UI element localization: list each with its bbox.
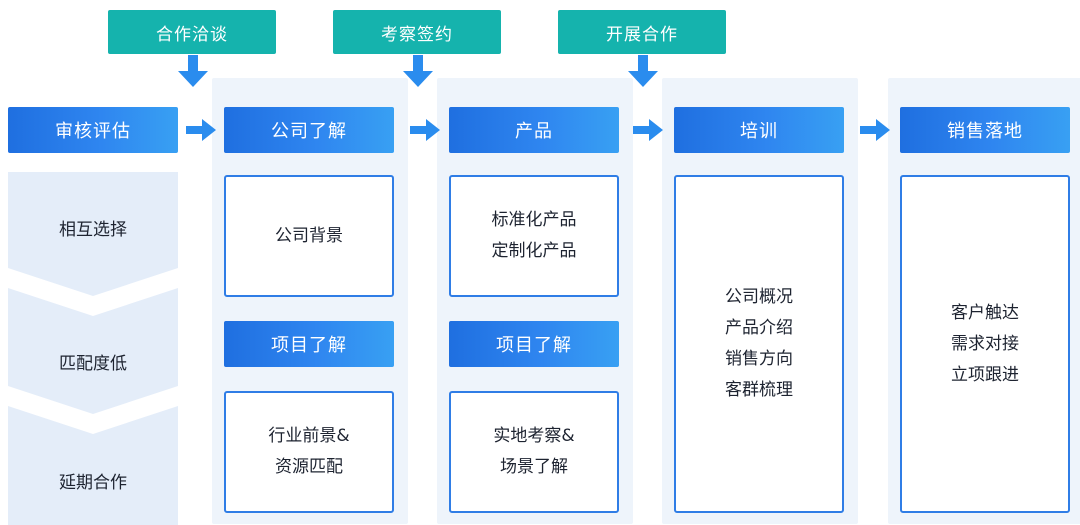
box-line: 立项跟进 (951, 364, 1019, 385)
box-products: 标准化产品 定制化产品 (449, 175, 619, 297)
arrow-right-icon (860, 119, 890, 141)
header-company-understanding: 公司了解 (224, 107, 394, 153)
header-sales-landing: 销售落地 (900, 107, 1070, 153)
header-training: 培训 (674, 107, 844, 153)
box-line: 资源匹配 (275, 457, 343, 477)
stage-label: 匹配度低 (59, 353, 127, 374)
box-line: 客户触达 (951, 302, 1019, 323)
arrow-down-icon (178, 55, 208, 87)
box-sales-steps: 客户触达 需求对接 立项跟进 (900, 175, 1070, 513)
box-line: 标准化产品 (491, 210, 577, 230)
arrow-down-icon (403, 55, 433, 87)
phase-tag-inspection-signing: 考察签约 (333, 10, 501, 54)
box-line: 公司背景 (275, 225, 343, 246)
box-line: 公司概况 (725, 287, 793, 307)
arrow-right-icon (186, 119, 216, 141)
subheader-project-understanding: 项目了解 (224, 321, 394, 367)
box-line: 客群梳理 (725, 380, 793, 400)
box-line: 需求对接 (951, 333, 1019, 354)
box-line: 产品介绍 (725, 318, 793, 338)
arrow-right-icon (410, 119, 440, 141)
box-site-inspection: 实地考察& 场景了解 (449, 391, 619, 513)
box-line: 行业前景& (268, 426, 350, 446)
subheader-project-understanding: 项目了解 (449, 321, 619, 367)
stage-postponed-cooperation: 延期合作 (8, 406, 178, 525)
header-product: 产品 (449, 107, 619, 153)
box-company-background: 公司背景 (224, 175, 394, 297)
arrow-right-icon (633, 119, 663, 141)
box-training-content: 公司概况 产品介绍 销售方向 客群梳理 (674, 175, 844, 513)
box-line: 场景了解 (500, 457, 568, 477)
stage-low-match: 匹配度低 (8, 288, 178, 414)
phase-tag-start-cooperation: 开展合作 (558, 10, 726, 54)
arrow-down-icon (628, 55, 658, 87)
stage-label: 延期合作 (59, 473, 127, 493)
stage-mutual-selection: 相互选择 (8, 172, 178, 296)
phase-tag-negotiation: 合作洽谈 (108, 10, 276, 54)
box-line: 定制化产品 (491, 241, 577, 261)
header-review-assessment: 审核评估 (8, 107, 178, 153)
box-industry-resources: 行业前景& 资源匹配 (224, 391, 394, 513)
stage-label: 相互选择 (59, 219, 127, 240)
box-line: 实地考察& (493, 426, 575, 446)
box-line: 销售方向 (725, 349, 793, 369)
